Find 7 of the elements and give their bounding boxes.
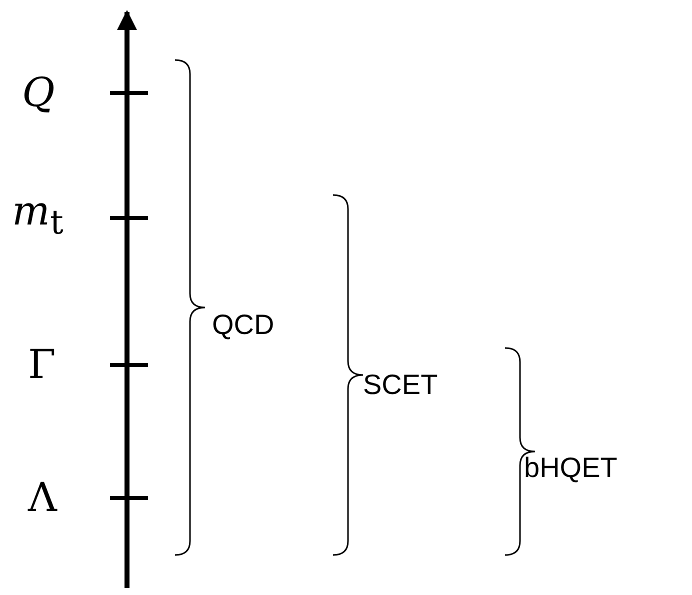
theory-label: SCET <box>363 371 438 399</box>
theory-label: QCD <box>212 311 274 339</box>
scale-symbol: Q <box>22 73 55 113</box>
scale-symbol: Λ <box>28 478 57 518</box>
theory-label: bHQET <box>524 454 618 482</box>
scale-symbol: Γ <box>28 345 56 385</box>
scale-symbol: m$_{t}$ <box>12 191 64 239</box>
